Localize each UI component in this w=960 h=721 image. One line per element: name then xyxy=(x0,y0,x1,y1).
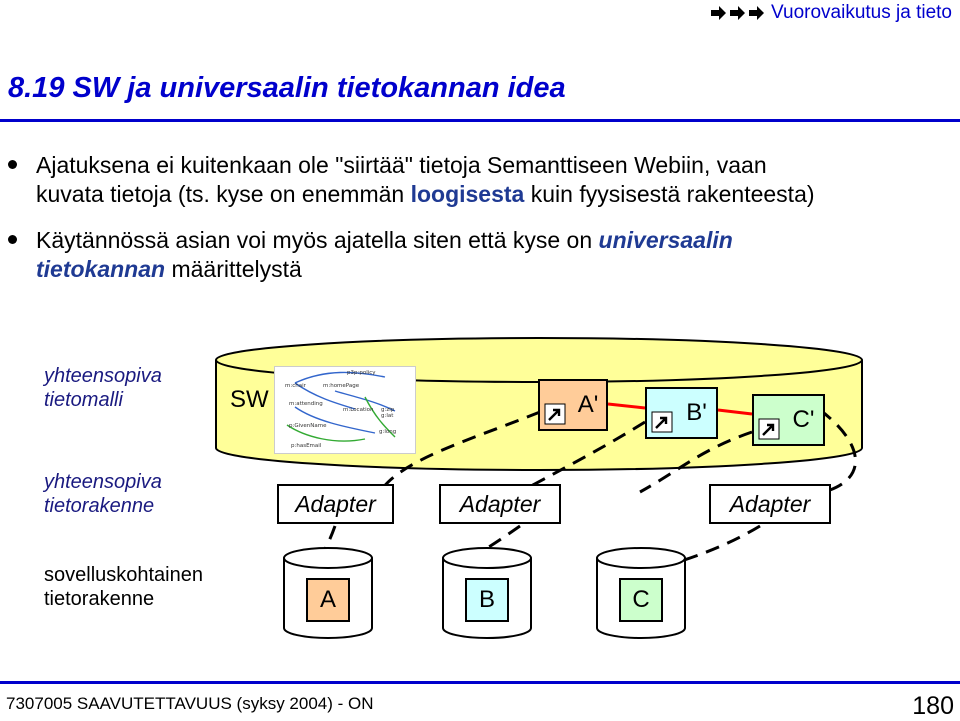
node-a-prime: A' xyxy=(538,379,608,431)
adapter-box: Adapter xyxy=(439,484,561,524)
arrow-right-icon xyxy=(730,6,746,20)
bullet-line: kuin fyysisestä rakenteesta) xyxy=(524,181,815,207)
highlight-term: loogisesta xyxy=(410,181,525,207)
svg-text:g:zip: g:zip xyxy=(381,407,395,413)
rdf-graph-image: p3p:policy m:chair m:homePage m:attendin… xyxy=(274,366,416,454)
highlight-term: universaalin xyxy=(598,227,733,253)
bullet-dot-icon xyxy=(8,235,17,244)
bullet-line: Ajatuksena ei kuitenkaan ole "siirtää" t… xyxy=(36,152,767,178)
db-c-label: C xyxy=(619,578,663,622)
footer-rule xyxy=(0,681,960,684)
db-a-label: A xyxy=(306,578,350,622)
adapter-box: Adapter xyxy=(277,484,394,524)
link-line xyxy=(717,408,753,416)
title-rule xyxy=(0,119,960,122)
bullet-text: Käytännössä asian voi myös ajatella site… xyxy=(36,226,948,284)
rdf-graph-icon: p3p:policy m:chair m:homePage m:attendin… xyxy=(285,370,396,449)
svg-text:p3p:policy: p3p:policy xyxy=(347,370,376,376)
svg-text:m:Location: m:Location xyxy=(343,407,374,413)
bullet-line: määrittelystä xyxy=(165,256,302,282)
bullet-line: kuvata tietoja (ts. kyse on enemmän xyxy=(36,181,411,207)
footer-course: 7307005 SAAVUTETTAVUUS (syksy 2004) - ON xyxy=(6,694,374,713)
bullet-text: Ajatuksena ei kuitenkaan ole "siirtää" t… xyxy=(36,151,948,209)
node-c-prime: C' xyxy=(752,394,825,446)
arrow-right-icon xyxy=(711,6,727,20)
svg-text:g:long: g:long xyxy=(379,429,396,435)
bullet-item: Käytännössä asian voi myös ajatella site… xyxy=(8,226,948,284)
highlight-term: tietokannan xyxy=(36,256,166,282)
nav-link-label[interactable]: Vuorovaikutus ja tieto xyxy=(771,2,952,23)
sw-label: SW xyxy=(230,386,269,413)
svg-text:m:homePage: m:homePage xyxy=(323,383,360,389)
page-number: 180 xyxy=(912,692,954,720)
link-line xyxy=(607,402,646,410)
adapter-box: Adapter xyxy=(709,484,831,524)
node-b-prime: B' xyxy=(645,387,718,439)
svg-text:m:chair: m:chair xyxy=(285,383,307,389)
slide-title: 8.19 SW ja universaalin tietokannan idea xyxy=(8,72,566,104)
bullet-line: Käytännössä asian voi myös ajatella site… xyxy=(36,227,599,253)
shortcut-arrow-icon xyxy=(651,411,673,433)
nav-breadcrumb[interactable]: Vuorovaikutus ja tieto xyxy=(710,2,952,24)
db-b-label: B xyxy=(465,578,509,622)
shortcut-arrow-icon xyxy=(758,418,780,440)
shortcut-arrow-icon xyxy=(544,403,566,425)
svg-text:m:attending: m:attending xyxy=(289,401,323,407)
svg-text:p:hasEmail: p:hasEmail xyxy=(291,443,322,449)
bullet-item: Ajatuksena ei kuitenkaan ole "siirtää" t… xyxy=(8,151,948,209)
arrow-right-icon xyxy=(749,6,765,20)
svg-text:g:lat: g:lat xyxy=(381,413,394,419)
svg-text:p:GivenName: p:GivenName xyxy=(289,423,327,429)
bullet-dot-icon xyxy=(8,160,17,169)
